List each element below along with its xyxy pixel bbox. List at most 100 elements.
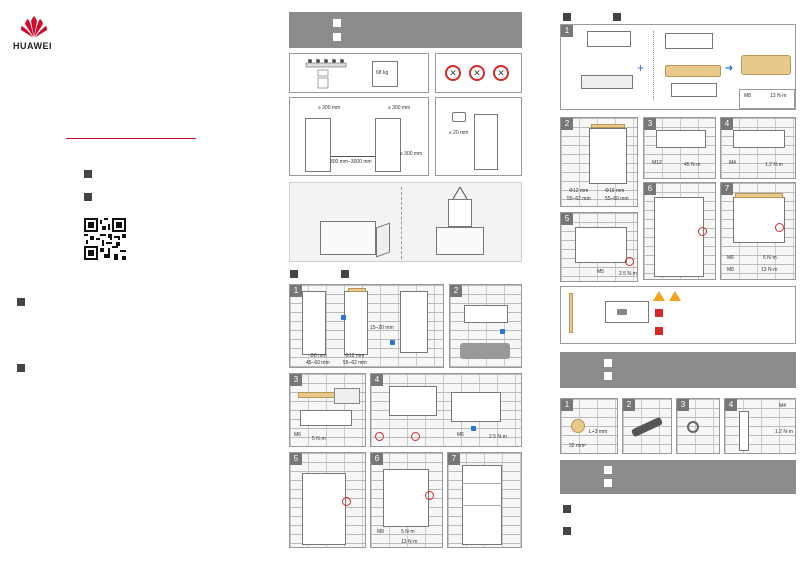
col3-section-bar-2 <box>560 460 796 494</box>
col3-step1-panel: 1 + ➜ M8 13 N·m <box>560 24 796 110</box>
cable-m4: M4 <box>779 403 786 409</box>
clear-top-right: ≥ 300 mm <box>388 105 411 111</box>
weight-panel: 68 kg <box>289 53 429 93</box>
no-children-icon: ✕ <box>493 65 509 81</box>
col2-header-bar <box>289 12 522 48</box>
cable-len: L+3 mm <box>589 429 608 435</box>
col3-m8: M8 <box>744 93 751 99</box>
qr-code <box>84 218 126 260</box>
drill-b: Φ12 mm <box>345 353 365 359</box>
col3-section-bar-1 <box>560 352 796 388</box>
step3-m6-val: 5 N·m <box>312 436 326 442</box>
clear-top-left: ≥ 300 mm <box>318 105 341 111</box>
unpack-panel <box>289 182 522 262</box>
col3-step3-number: 3 <box>644 118 656 130</box>
battery-stack-icon <box>305 59 347 89</box>
drill-a: Φ8 mm <box>310 353 327 359</box>
cable-step1-number: 1 <box>561 399 573 411</box>
step6-panel: 6 M8 5 N·m 13 N·m <box>370 452 443 548</box>
col3-step6-number: 6 <box>644 183 656 195</box>
col3-m4-val: 1.2 N·m <box>765 162 783 168</box>
col3-step6-panel: 6 <box>643 182 716 280</box>
step4-m6: M6 <box>457 432 464 438</box>
col3-header-bullet-2 <box>613 13 621 21</box>
cable-panel-4: 4 M4 1.2 N·m <box>724 398 796 454</box>
drill-a-depth: 45–60 mm <box>306 360 330 366</box>
step1-panel: 1 15–20 mm Φ8 mm 45–60 mm Φ12 mm 55–62 m… <box>289 284 444 368</box>
col3-drill-12-depth: 55–62 mm <box>567 196 591 202</box>
col3-step7-number: 7 <box>721 183 733 195</box>
step1-number: 1 <box>290 285 302 297</box>
cover-bullet-1 <box>84 170 92 178</box>
col3-drill-16: Φ16 mm <box>605 188 625 194</box>
qr-code-icon <box>84 218 126 260</box>
col3-header-bullet-1 <box>563 13 571 21</box>
section-bullet-2 <box>17 364 25 372</box>
spacing-arrow <box>331 156 375 157</box>
col3-m4: M4 <box>729 160 736 166</box>
col3-step2-number: 2 <box>561 118 573 130</box>
col2-mount-bullet-1 <box>290 270 298 278</box>
brand-logo <box>18 15 50 39</box>
brand-name: HUAWEI <box>13 41 52 51</box>
warning-triangle-icon <box>653 291 665 301</box>
step6-m8: M8 <box>377 529 384 535</box>
col3-m8b: M8 <box>727 267 734 273</box>
col3-drill-12: Φ12 mm <box>569 188 589 194</box>
col3-step5-panel: 5 M5 2.5 N·m <box>560 212 638 282</box>
tilt-panel: ≤ 20 mm <box>435 97 522 176</box>
col3-m12-val: 45 N·m <box>684 162 701 168</box>
col3-step7-panel: 7 M6 5 N·m M8 13 N·m <box>720 182 796 280</box>
col3-footer-bullet-2 <box>563 527 571 535</box>
spacing-15-20: 15–20 mm <box>370 325 394 331</box>
col3-m5: M5 <box>597 269 604 275</box>
no-water-icon: ✕ <box>469 65 485 81</box>
col3-step3-panel: 3 M12 45 N·m <box>643 117 716 179</box>
step4-panel: 4 M6 2.5 N·m <box>370 373 522 447</box>
col3-m8-val: 13 N·m <box>770 93 787 99</box>
col3-m6-val: 5 N·m <box>763 255 777 261</box>
warning-triangle-icon-2 <box>669 291 681 301</box>
grounding-panel <box>560 286 796 344</box>
prohibition-panel: ✕ ✕ ✕ <box>435 53 522 93</box>
step3-m6: M6 <box>294 432 301 438</box>
cable-step4-number: 4 <box>725 399 737 411</box>
step3-number: 3 <box>290 374 302 386</box>
step7-number: 7 <box>448 453 460 465</box>
cable-panel-2: 2 <box>622 398 672 454</box>
step7-panel: 7 <box>447 452 522 548</box>
step4-number: 4 <box>371 374 383 386</box>
step6-number: 6 <box>371 453 383 465</box>
tilt-label: ≤ 20 mm <box>449 130 469 136</box>
step2-number: 2 <box>450 285 462 297</box>
col3-footer-bullet-1 <box>563 505 571 513</box>
cover-bullet-2 <box>84 193 92 201</box>
col3-drill-16-depth: 55–60 mm <box>605 196 629 202</box>
step6-m8-val: 13 N·m <box>401 539 418 545</box>
cable-panel-3: 3 <box>676 398 720 454</box>
cable-step2-number: 2 <box>623 399 635 411</box>
no-fire-icon: ✕ <box>445 65 461 81</box>
title-rule <box>66 138 196 139</box>
weight-box <box>372 61 398 87</box>
cable-dia: 32 mm² <box>569 443 586 449</box>
cable-m4-val: 1.2 N·m <box>775 429 793 435</box>
step5-panel: 5 <box>289 452 366 548</box>
step5-number: 5 <box>290 453 302 465</box>
step2-panel: 2 <box>449 284 522 368</box>
col3-step1-number: 1 <box>561 25 573 37</box>
col3-m8b-val: 13 N·m <box>761 267 778 273</box>
section-bullet-1 <box>17 298 25 306</box>
col2-mount-bullet-2 <box>341 270 349 278</box>
col3-step5-number: 5 <box>561 213 573 225</box>
step6-m6-val: 5 N·m <box>401 529 415 535</box>
huawei-petal-logo-icon <box>21 16 47 38</box>
col3-m12: M12 <box>652 160 662 166</box>
col3-step4-panel: 4 M4 1.2 N·m <box>720 117 796 179</box>
step4-m6-val: 2.5 N·m <box>489 434 507 440</box>
cable-step3-number: 3 <box>677 399 689 411</box>
drill-b-depth: 55–62 mm <box>343 360 367 366</box>
col3-step2-panel: 2 Φ12 mm 55–62 mm Φ16 mm 55–60 mm <box>560 117 638 207</box>
cable-panel-1: 1 L+3 mm 32 mm² <box>560 398 618 454</box>
clearance-panel: ≥ 300 mm ≥ 300 mm 300 mm–3000 mm ≥ 300 m… <box>289 97 429 176</box>
